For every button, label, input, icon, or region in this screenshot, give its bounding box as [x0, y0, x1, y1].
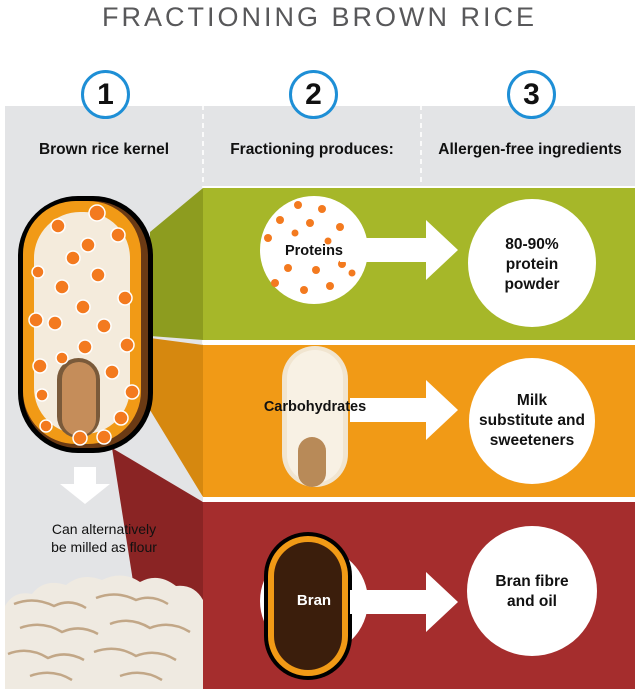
- step-number-2: 2: [289, 70, 338, 119]
- kernel-particle: [90, 267, 106, 283]
- kernel-particle: [96, 429, 112, 445]
- protein-particle: [294, 201, 302, 209]
- bran-result-circle: [467, 526, 597, 656]
- kernel-particle: [65, 250, 81, 266]
- kernel-particle: [113, 410, 129, 426]
- brown-rice-kernel: [18, 196, 153, 453]
- protein-particle: [326, 282, 334, 290]
- carbohydrate-grain-icon: [282, 346, 348, 487]
- kernel-particle: [55, 351, 69, 365]
- carbohydrate-result-circle: [469, 358, 595, 484]
- kernel-particle: [28, 312, 44, 328]
- step-number-3: 3: [507, 70, 556, 119]
- protein-funnel: [150, 188, 203, 340]
- carbohydrate-result-text: Milk substitute and sweeteners: [479, 392, 585, 449]
- protein-particle: [276, 216, 284, 224]
- step-2-heading: Fractioning produces:: [230, 141, 394, 158]
- kernel-particle: [80, 237, 96, 253]
- kernel-particle: [77, 339, 93, 355]
- step-3-heading: Allergen-free ingredients: [438, 141, 622, 158]
- protein-particle: [300, 286, 308, 294]
- kernel-particle: [50, 218, 66, 234]
- kernel-particle: [96, 318, 112, 334]
- kernel-particle: [32, 358, 48, 374]
- bran-result-text: Bran fibre and oil: [495, 573, 569, 610]
- carbohydrate-arrow-icon: [350, 380, 458, 440]
- protein-particle: [348, 269, 356, 277]
- step-number-1: 1: [81, 70, 130, 119]
- protein-result-text: 80-90% protein powder: [504, 236, 560, 293]
- protein-circle: [260, 196, 368, 304]
- kernel-particle: [39, 419, 53, 433]
- kernel-particle: [31, 265, 45, 279]
- proteins-label: Proteins: [284, 243, 343, 259]
- protein-particle: [271, 279, 279, 287]
- protein-particle: [264, 234, 272, 242]
- kernel-particle: [110, 227, 126, 243]
- kernel-particle: [75, 299, 91, 315]
- kernel-particle: [72, 430, 88, 446]
- flour-pile: [5, 575, 203, 689]
- kernel-particle: [47, 315, 63, 331]
- background-panel-top: [5, 106, 635, 186]
- protein-particle: [318, 205, 326, 213]
- protein-particle: [291, 229, 299, 237]
- kernel-particle: [88, 204, 106, 222]
- kernel-particle: [117, 290, 133, 306]
- protein-particle: [336, 223, 344, 231]
- step-1-heading: Brown rice kernel: [38, 141, 170, 158]
- protein-particle: [306, 219, 314, 227]
- mill-note: Can alternatively be milled as flour: [51, 521, 157, 555]
- kernel-particle: [124, 384, 140, 400]
- carbohydrates-label: Carbohydrates: [263, 399, 367, 415]
- protein-arrow-icon: [340, 220, 458, 280]
- kernel-particle: [54, 279, 70, 295]
- bran-capsule-icon: [260, 532, 368, 680]
- bran-arrow-icon: [350, 572, 458, 632]
- kernel-particle: [35, 388, 49, 402]
- protein-particle: [312, 266, 320, 274]
- kernel-particle: [119, 337, 135, 353]
- protein-particle: [284, 264, 292, 272]
- bran-label: Bran: [296, 592, 332, 609]
- down-arrow-icon: [60, 467, 110, 504]
- carbohydrate-funnel: [150, 338, 203, 497]
- page-title: FRACTIONING BROWN RICE: [102, 2, 537, 32]
- kernel-particle: [104, 364, 120, 380]
- protein-particle: [324, 237, 332, 245]
- protein-result-circle: [468, 199, 596, 327]
